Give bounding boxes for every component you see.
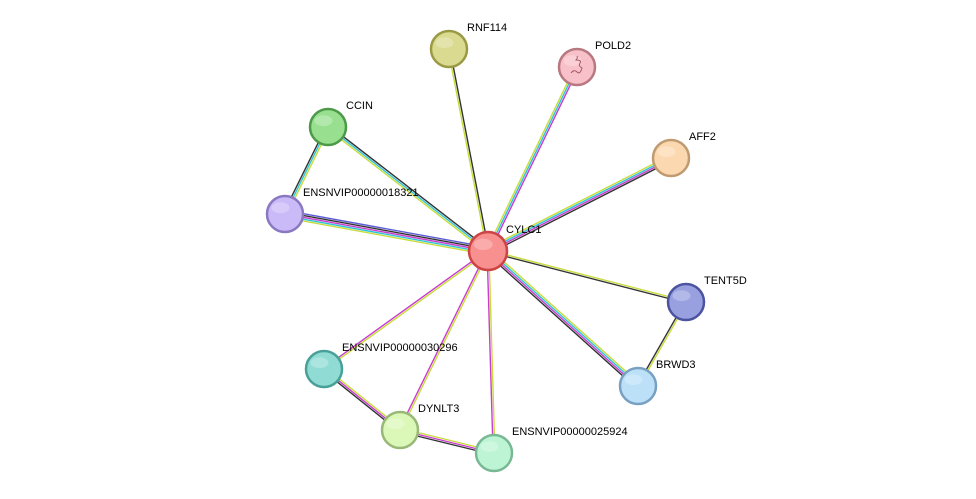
node-label-cylc1: CYLC1 <box>506 224 541 236</box>
edge-line-yellow <box>326 127 488 254</box>
node-ensnvip00000030296[interactable] <box>304 349 344 389</box>
node-ensnvip00000018321[interactable] <box>265 194 305 234</box>
node-circle[interactable] <box>651 138 691 178</box>
edge-CYLC1-ENSNVIP00000025924[interactable] <box>486 250 496 454</box>
node-pold2[interactable] <box>557 47 597 87</box>
edge-CYLC1-BRWD3[interactable] <box>485 248 641 389</box>
node-label-ensnvip00000025924: ENSNVIP00000025924 <box>512 426 628 438</box>
node-circle[interactable] <box>557 47 597 87</box>
node-highlight <box>271 202 290 214</box>
edge-CYLC1-AFF2[interactable] <box>486 154 673 255</box>
node-label-brwd3: BRWD3 <box>656 359 696 371</box>
edge-line-magenta <box>486 250 494 454</box>
edge-line-cyan <box>486 156 672 251</box>
node-highlight <box>480 441 499 453</box>
edge-line-yellow <box>487 249 687 302</box>
edge-CYLC1-CCIN[interactable] <box>326 124 490 254</box>
node-circle[interactable] <box>380 410 420 450</box>
edge-line-dark <box>487 251 687 304</box>
node-label-ccin: CCIN <box>346 100 373 112</box>
edge-line-magenta <box>322 249 489 369</box>
node-highlight <box>624 374 643 386</box>
edge-line-yellow <box>485 65 577 251</box>
protein-structure-icon <box>570 55 583 74</box>
edge-CYLC1-POLD2[interactable] <box>485 65 580 253</box>
node-highlight <box>435 37 454 49</box>
edge-line-dark <box>488 159 673 255</box>
node-highlight <box>473 238 493 251</box>
node-brwd3[interactable] <box>618 366 658 406</box>
node-circle[interactable] <box>666 282 706 322</box>
node-aff2[interactable] <box>651 138 691 178</box>
edge-line-dark <box>485 252 637 389</box>
edge-line-yellow <box>400 250 490 432</box>
edge-line-cyan <box>487 249 640 387</box>
node-tent5d[interactable] <box>666 282 706 322</box>
node-highlight <box>314 115 333 127</box>
edge-CYLC1-DYNLT3[interactable] <box>398 249 490 432</box>
edge-line-dark <box>328 124 490 251</box>
node-dynlt3[interactable] <box>380 410 420 450</box>
node-label-ensnvip00000030296: ENSNVIP00000030296 <box>342 342 458 354</box>
edge-line-magenta <box>487 158 673 253</box>
edge-line-yellow <box>323 251 490 371</box>
node-label-dynlt3: DYNLT3 <box>418 403 459 415</box>
node-label-tent5d: TENT5D <box>704 275 747 287</box>
nodes-layer <box>265 29 706 473</box>
node-cylc1[interactable] <box>467 230 509 272</box>
node-circle[interactable] <box>304 349 344 389</box>
edge-line-dark <box>284 211 490 250</box>
edge-line-magenta <box>284 213 489 252</box>
edge-line-cyan <box>283 215 489 254</box>
node-circle[interactable] <box>308 107 348 147</box>
node-label-aff2: AFF2 <box>689 131 716 143</box>
edge-line-yellow <box>486 154 671 250</box>
node-highlight <box>657 146 676 158</box>
node-circle[interactable] <box>265 194 305 234</box>
node-label-pold2: POLD2 <box>595 40 631 52</box>
edge-line-blue <box>284 209 490 249</box>
node-circle[interactable] <box>467 230 509 272</box>
edge-line-yellow <box>283 216 489 256</box>
node-circle[interactable] <box>429 29 469 69</box>
node-highlight <box>672 290 691 302</box>
edge-line-magenta <box>488 67 580 253</box>
edge-line-magenta <box>398 249 488 431</box>
node-circle[interactable] <box>474 433 514 473</box>
node-ccin[interactable] <box>308 107 348 147</box>
node-label-ensnvip00000018321: ENSNVIP00000018321 <box>303 187 419 199</box>
edge-CYLC1-ENSNVIP00000018321[interactable] <box>283 209 490 256</box>
node-label-rnf114: RNF114 <box>467 22 507 34</box>
edge-line-yellow <box>489 248 641 385</box>
edge-line-yellow <box>488 250 496 454</box>
edge-CYLC1-RNF114[interactable] <box>447 48 490 252</box>
edge-line-yellow <box>447 48 488 252</box>
node-ensnvip00000025924[interactable] <box>474 433 514 473</box>
node-circle[interactable] <box>618 366 658 406</box>
edge-line-magenta <box>486 250 639 388</box>
edge-CYLC1-TENT5D[interactable] <box>487 249 687 304</box>
node-highlight <box>386 418 405 430</box>
edge-line-cyan <box>487 66 578 252</box>
edge-CYLC1-ENSNVIP00000030296[interactable] <box>322 249 490 371</box>
node-rnf114[interactable] <box>429 29 469 69</box>
edge-line-dark <box>449 48 490 252</box>
edge-line-cyan <box>327 126 489 252</box>
node-highlight <box>310 357 329 369</box>
